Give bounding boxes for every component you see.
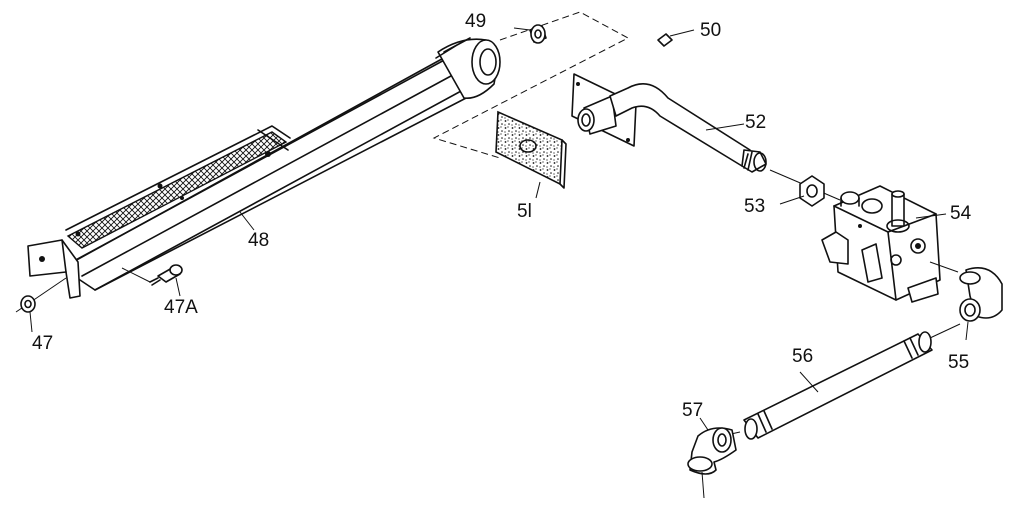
label-54: 54 <box>950 203 972 224</box>
label-50: 50 <box>700 20 721 41</box>
part-47a-screw <box>121 264 183 297</box>
label-57: 57 <box>682 400 703 421</box>
part-49-orifice <box>432 11 630 159</box>
label-48: 48 <box>248 230 269 251</box>
label-47: 47 <box>32 333 53 354</box>
label-55: 55 <box>948 352 969 373</box>
label-53: 53 <box>744 196 765 217</box>
part-57-elbow <box>687 417 741 499</box>
leader-48 <box>239 211 255 231</box>
label-52: 52 <box>745 112 766 133</box>
part-54-gas-valve <box>821 185 947 303</box>
burner-tube <box>27 37 501 299</box>
part-50-screw <box>657 29 695 47</box>
part-55-elbow <box>929 261 1003 341</box>
part-53-nut <box>769 169 841 207</box>
part-51-gasket <box>495 110 567 199</box>
label-56: 56 <box>792 346 813 367</box>
part-47-nut <box>15 277 67 333</box>
label-47a: 47A <box>164 297 198 318</box>
label-49: 49 <box>465 11 486 32</box>
part-52-manifold <box>571 73 767 173</box>
label-51: 5l <box>517 201 532 222</box>
part-56-pipe <box>743 323 961 440</box>
